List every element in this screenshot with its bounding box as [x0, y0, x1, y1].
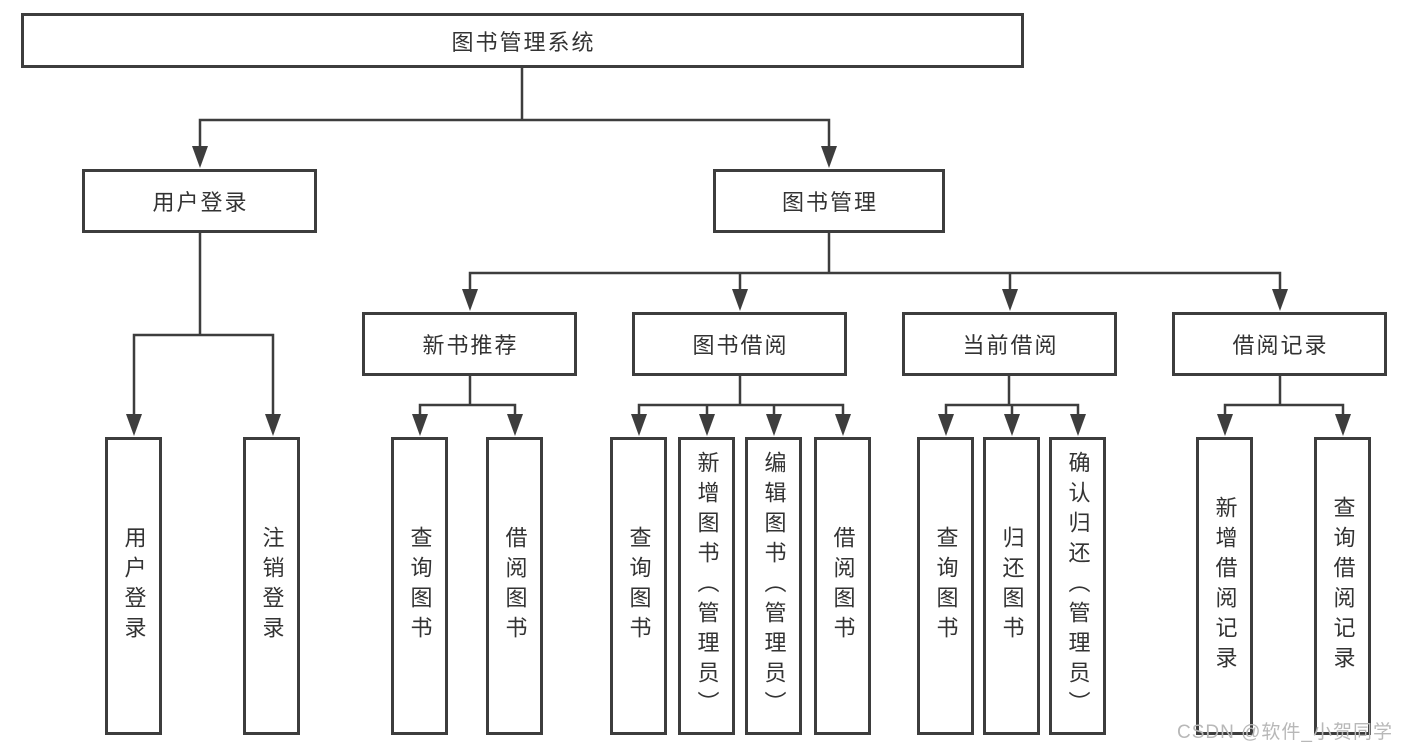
- arrowhead: [462, 289, 478, 311]
- node-label: 借阅图书: [502, 526, 528, 646]
- node-leaf-query-books-3: 查询图书: [917, 437, 974, 735]
- node-leaf-query-borrow-record: 查询借阅记录: [1314, 437, 1371, 735]
- node-label: 确认归还（管理员）: [1065, 451, 1091, 721]
- arrowheads: [126, 146, 1351, 436]
- arrowhead: [938, 414, 954, 436]
- node-book-borrowing: 图书借阅: [632, 312, 847, 376]
- csdn-watermark: CSDN @软件_小贺同学: [1177, 722, 1393, 743]
- arrowhead: [699, 414, 715, 436]
- arrowhead: [1272, 289, 1288, 311]
- node-library-system: 图书管理系统: [21, 13, 1024, 68]
- node-leaf-logout: 注销登录: [243, 437, 300, 735]
- node-label: 查询图书: [933, 526, 959, 646]
- arrowhead: [1002, 289, 1018, 311]
- node-leaf-confirm-return-admin: 确认归还（管理员）: [1049, 437, 1106, 735]
- node-borrow-records: 借阅记录: [1172, 312, 1387, 376]
- node-label: 借阅记录: [1232, 333, 1329, 358]
- arrowhead: [412, 414, 428, 436]
- arrowhead: [766, 414, 782, 436]
- connector-book-borrowing-children: [637, 376, 845, 416]
- arrowhead: [821, 146, 837, 168]
- node-book-management: 图书管理: [713, 169, 945, 233]
- arrowhead: [1217, 414, 1233, 436]
- arrowhead: [631, 414, 647, 436]
- node-label: 借阅图书: [830, 526, 856, 646]
- node-label: 用户登录: [152, 190, 249, 215]
- arrowhead: [835, 414, 851, 436]
- node-label: 图书管理: [781, 190, 878, 215]
- node-leaf-return-books: 归还图书: [983, 437, 1040, 735]
- node-label: 新增图书（管理员）: [694, 451, 720, 721]
- node-label: 图书管理系统: [451, 29, 596, 55]
- node-leaf-add-borrow-record: 新增借阅记录: [1196, 437, 1253, 735]
- arrowhead: [126, 414, 142, 436]
- connector-current-borrowing-children: [944, 376, 1080, 416]
- arrowhead: [1335, 414, 1351, 436]
- arrowhead: [265, 414, 281, 436]
- connector-root-to-level2: [198, 68, 831, 148]
- node-label: 查询图书: [407, 526, 433, 646]
- node-leaf-borrow-books-2: 借阅图书: [814, 437, 871, 735]
- node-label: 注销登录: [259, 526, 285, 646]
- node-new-book-recommend: 新书推荐: [362, 312, 577, 376]
- connector-book-mgmt-to-level3: [468, 233, 1282, 291]
- connector-borrow-records-children: [1223, 376, 1345, 416]
- node-label: 图书借阅: [692, 333, 789, 358]
- arrowhead: [1004, 414, 1020, 436]
- node-leaf-add-books-admin: 新增图书（管理员）: [678, 437, 735, 735]
- node-label: 查询借阅记录: [1330, 496, 1356, 676]
- node-label: 用户登录: [121, 526, 147, 646]
- connector-new-book-recommend-children: [418, 376, 517, 416]
- node-label: 新增借阅记录: [1212, 496, 1238, 676]
- node-leaf-query-books-2: 查询图书: [610, 437, 667, 735]
- node-leaf-query-books-1: 查询图书: [391, 437, 448, 735]
- arrowhead: [1070, 414, 1086, 436]
- node-current-borrowing: 当前借阅: [902, 312, 1117, 376]
- node-label: 当前借阅: [962, 333, 1059, 358]
- arrowhead: [507, 414, 523, 436]
- node-user-login: 用户登录: [82, 169, 317, 233]
- node-label: 归还图书: [999, 526, 1025, 646]
- node-leaf-borrow-books-1: 借阅图书: [486, 437, 543, 735]
- node-label: 查询图书: [626, 526, 652, 646]
- connector-user-login-children: [132, 233, 275, 417]
- arrowhead: [732, 289, 748, 311]
- node-leaf-user-login: 用户登录: [105, 437, 162, 735]
- node-leaf-edit-books-admin: 编辑图书（管理员）: [745, 437, 802, 735]
- arrowhead: [192, 146, 208, 168]
- node-label: 编辑图书（管理员）: [761, 451, 787, 721]
- node-label: 新书推荐: [422, 333, 519, 358]
